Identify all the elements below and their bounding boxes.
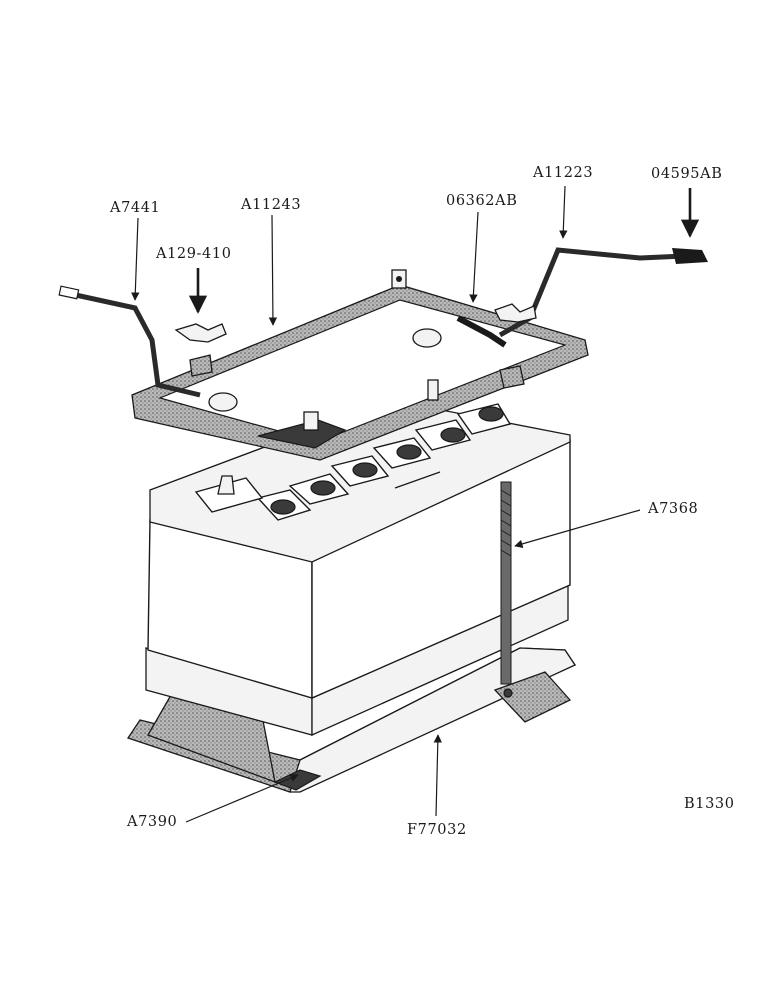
label-a7390: A7390: [126, 814, 177, 830]
cables: [58, 247, 708, 398]
leader-a7390: [185, 774, 299, 823]
leader-a7368: [514, 509, 641, 548]
cell-caps: [194, 403, 512, 521]
label-a11243: A11243: [240, 197, 301, 213]
leader-f77032: [433, 734, 443, 817]
label-04595ab: 04595AB: [651, 166, 722, 182]
label-06362ab: 06362AB: [446, 193, 517, 209]
label-b1330: B1330: [684, 796, 735, 812]
label-a129-410: A129-410: [155, 246, 232, 262]
leader-a11223: [559, 185, 568, 239]
leader-lines: [131, 185, 700, 823]
leader-a11243: [268, 214, 278, 326]
label-a11223: A11223: [532, 165, 593, 181]
label-f77032: F77032: [407, 822, 467, 838]
hold-down-bolt: [500, 481, 512, 685]
leader-a7441: [131, 217, 140, 301]
part-labels: A7441 A11243 A129-410 06362AB A11223 045…: [109, 165, 735, 838]
label-a7441: A7441: [109, 200, 160, 216]
leader-06362ab: [469, 211, 479, 303]
label-a7368: A7368: [647, 501, 698, 517]
